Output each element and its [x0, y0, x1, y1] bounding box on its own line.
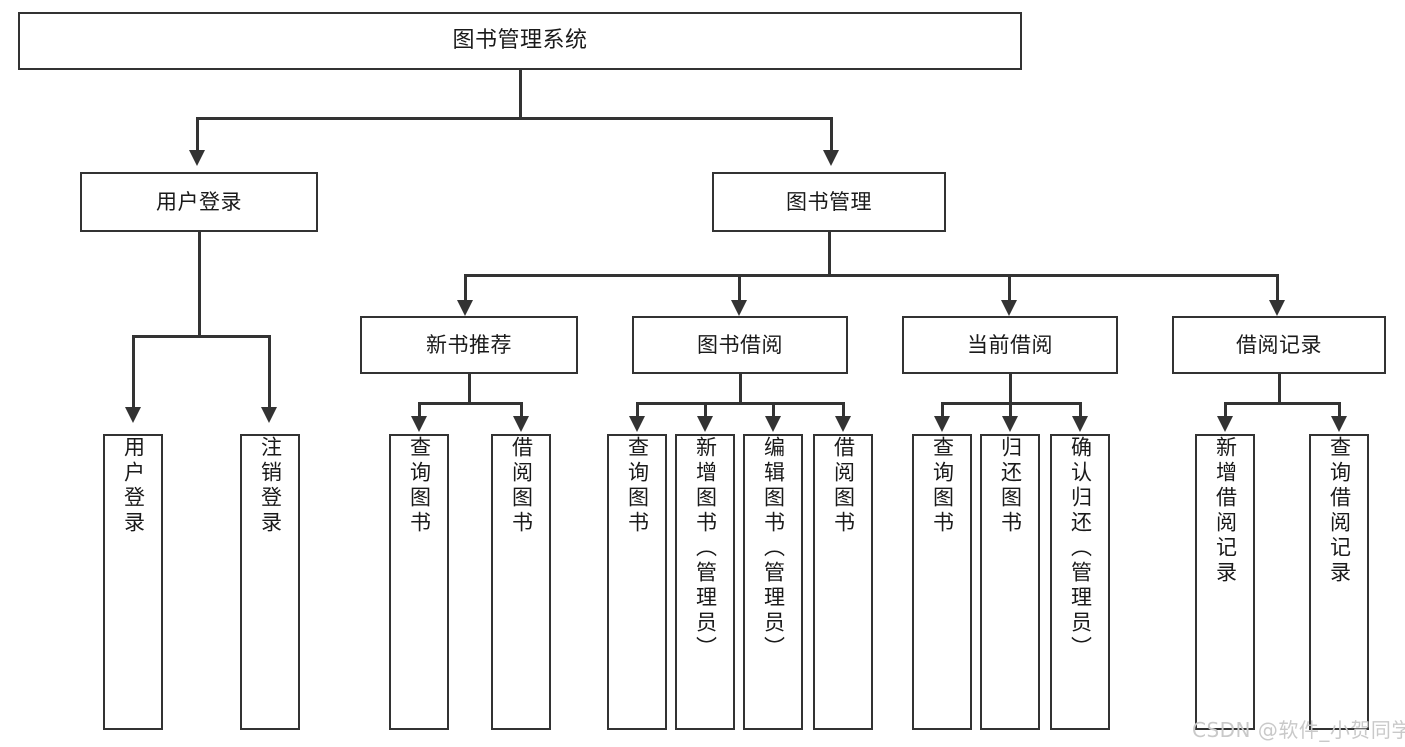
arrowhead-br-add [1217, 416, 1233, 432]
connector-drop-cb-return [1009, 402, 1012, 416]
connector-book-manage-bus [464, 274, 1278, 277]
connector-drop-br-query [1338, 402, 1341, 416]
arrowhead-book-manage [823, 150, 839, 166]
connector-drop-leaf-user-login [132, 335, 135, 407]
connector-drop-nb-borrow [520, 402, 523, 416]
node-label: 用户登录 [121, 436, 146, 536]
connector-drop-br-add [1224, 402, 1227, 416]
arrowhead-br-query [1331, 416, 1347, 432]
node-label: 注销登录 [258, 436, 283, 536]
node-label: 查询图书 [930, 436, 955, 536]
arrowhead-nb-borrow [513, 416, 529, 432]
connector-drop-bb-query [636, 402, 639, 416]
node-label: 借阅图书 [509, 436, 534, 536]
node-label: 查询图书 [625, 436, 650, 536]
node-book-borrow[interactable]: 图书借阅 [632, 316, 848, 374]
arrowhead-bb-borrow [835, 416, 851, 432]
leaf-br-query-record[interactable]: 查询借阅记录 [1309, 434, 1369, 730]
leaf-logout[interactable]: 注销登录 [240, 434, 300, 730]
arrowhead-cb-return [1002, 416, 1018, 432]
connector-bb-stem [739, 374, 742, 402]
node-label: 借阅图书 [831, 436, 856, 536]
node-label: 图书管理系统 [452, 28, 588, 54]
connector-bb-bus [636, 402, 844, 405]
arrowhead-leaf-user-login [125, 407, 141, 423]
leaf-cb-query-book[interactable]: 查询图书 [912, 434, 972, 730]
node-book-management[interactable]: 图书管理 [712, 172, 946, 232]
connector-book-manage-stem [828, 232, 831, 274]
node-label: 图书管理 [786, 189, 872, 214]
leaf-bb-edit-book-admin[interactable]: 编辑图书（管理员） [743, 434, 803, 730]
node-user-login[interactable]: 用户登录 [80, 172, 318, 232]
leaf-bb-add-book-admin[interactable]: 新增图书（管理员） [675, 434, 735, 730]
connector-drop-leaf-logout [268, 335, 271, 407]
leaf-br-add-record[interactable]: 新增借阅记录 [1195, 434, 1255, 730]
node-label: 图书借阅 [697, 332, 783, 357]
connector-newbook-stem [468, 374, 471, 402]
node-new-book-recommend[interactable]: 新书推荐 [360, 316, 578, 374]
node-label: 新增借阅记录 [1213, 436, 1238, 586]
watermark-csdn: CSDN @软件_小贺同学 [1192, 718, 1405, 742]
connector-br-bus [1224, 402, 1340, 405]
connector-root-stem [519, 70, 522, 117]
connector-drop-current-borrow [1008, 274, 1011, 300]
leaf-user-login[interactable]: 用户登录 [103, 434, 163, 730]
node-label: 新增图书（管理员） [693, 436, 718, 661]
node-label: 归还图书 [998, 436, 1023, 536]
node-current-borrow[interactable]: 当前借阅 [902, 316, 1118, 374]
connector-drop-user-login [196, 117, 199, 150]
leaf-bb-borrow-book[interactable]: 借阅图书 [813, 434, 873, 730]
leaf-bb-query-book[interactable]: 查询图书 [607, 434, 667, 730]
connector-newbook-bus [418, 402, 522, 405]
node-root-system[interactable]: 图书管理系统 [18, 12, 1022, 70]
connector-drop-cb-confirm [1079, 402, 1082, 416]
connector-cb-stem [1009, 374, 1012, 402]
node-label: 查询借阅记录 [1327, 436, 1352, 586]
arrowhead-cb-confirm [1072, 416, 1088, 432]
arrowhead-bb-add [697, 416, 713, 432]
connector-drop-bb-add [704, 402, 707, 416]
arrowhead-bb-edit [765, 416, 781, 432]
node-borrow-record[interactable]: 借阅记录 [1172, 316, 1386, 374]
connector-drop-new-book [464, 274, 467, 300]
connector-drop-book-manage [830, 117, 833, 150]
connector-drop-borrow-record [1276, 274, 1279, 300]
connector-user-login-bus [132, 335, 270, 338]
connector-drop-cb-query [941, 402, 944, 416]
arrowhead-user-login [189, 150, 205, 166]
arrowhead-bb-query [629, 416, 645, 432]
arrowhead-borrow-record [1269, 300, 1285, 316]
node-label: 确认归还（管理员） [1068, 436, 1093, 661]
connector-drop-nb-query [418, 402, 421, 416]
connector-drop-book-borrow [738, 274, 741, 300]
connector-root-bus [196, 117, 833, 120]
node-label: 借阅记录 [1236, 332, 1322, 357]
node-label: 新书推荐 [426, 332, 512, 357]
node-label: 编辑图书（管理员） [761, 436, 786, 661]
arrowhead-leaf-logout [261, 407, 277, 423]
node-label: 查询图书 [407, 436, 432, 536]
connector-br-stem [1278, 374, 1281, 402]
leaf-nb-borrow-book[interactable]: 借阅图书 [491, 434, 551, 730]
node-label: 用户登录 [156, 189, 242, 214]
connector-drop-bb-borrow [842, 402, 845, 416]
leaf-cb-confirm-return-admin[interactable]: 确认归还（管理员） [1050, 434, 1110, 730]
leaf-cb-return-book[interactable]: 归还图书 [980, 434, 1040, 730]
node-label: 当前借阅 [967, 332, 1053, 357]
arrowhead-nb-query [411, 416, 427, 432]
arrowhead-book-borrow [731, 300, 747, 316]
leaf-nb-query-book[interactable]: 查询图书 [389, 434, 449, 730]
arrowhead-cb-query [934, 416, 950, 432]
connector-drop-bb-edit [772, 402, 775, 416]
connector-user-login-stem [198, 232, 201, 335]
arrowhead-current-borrow [1001, 300, 1017, 316]
arrowhead-new-book [457, 300, 473, 316]
